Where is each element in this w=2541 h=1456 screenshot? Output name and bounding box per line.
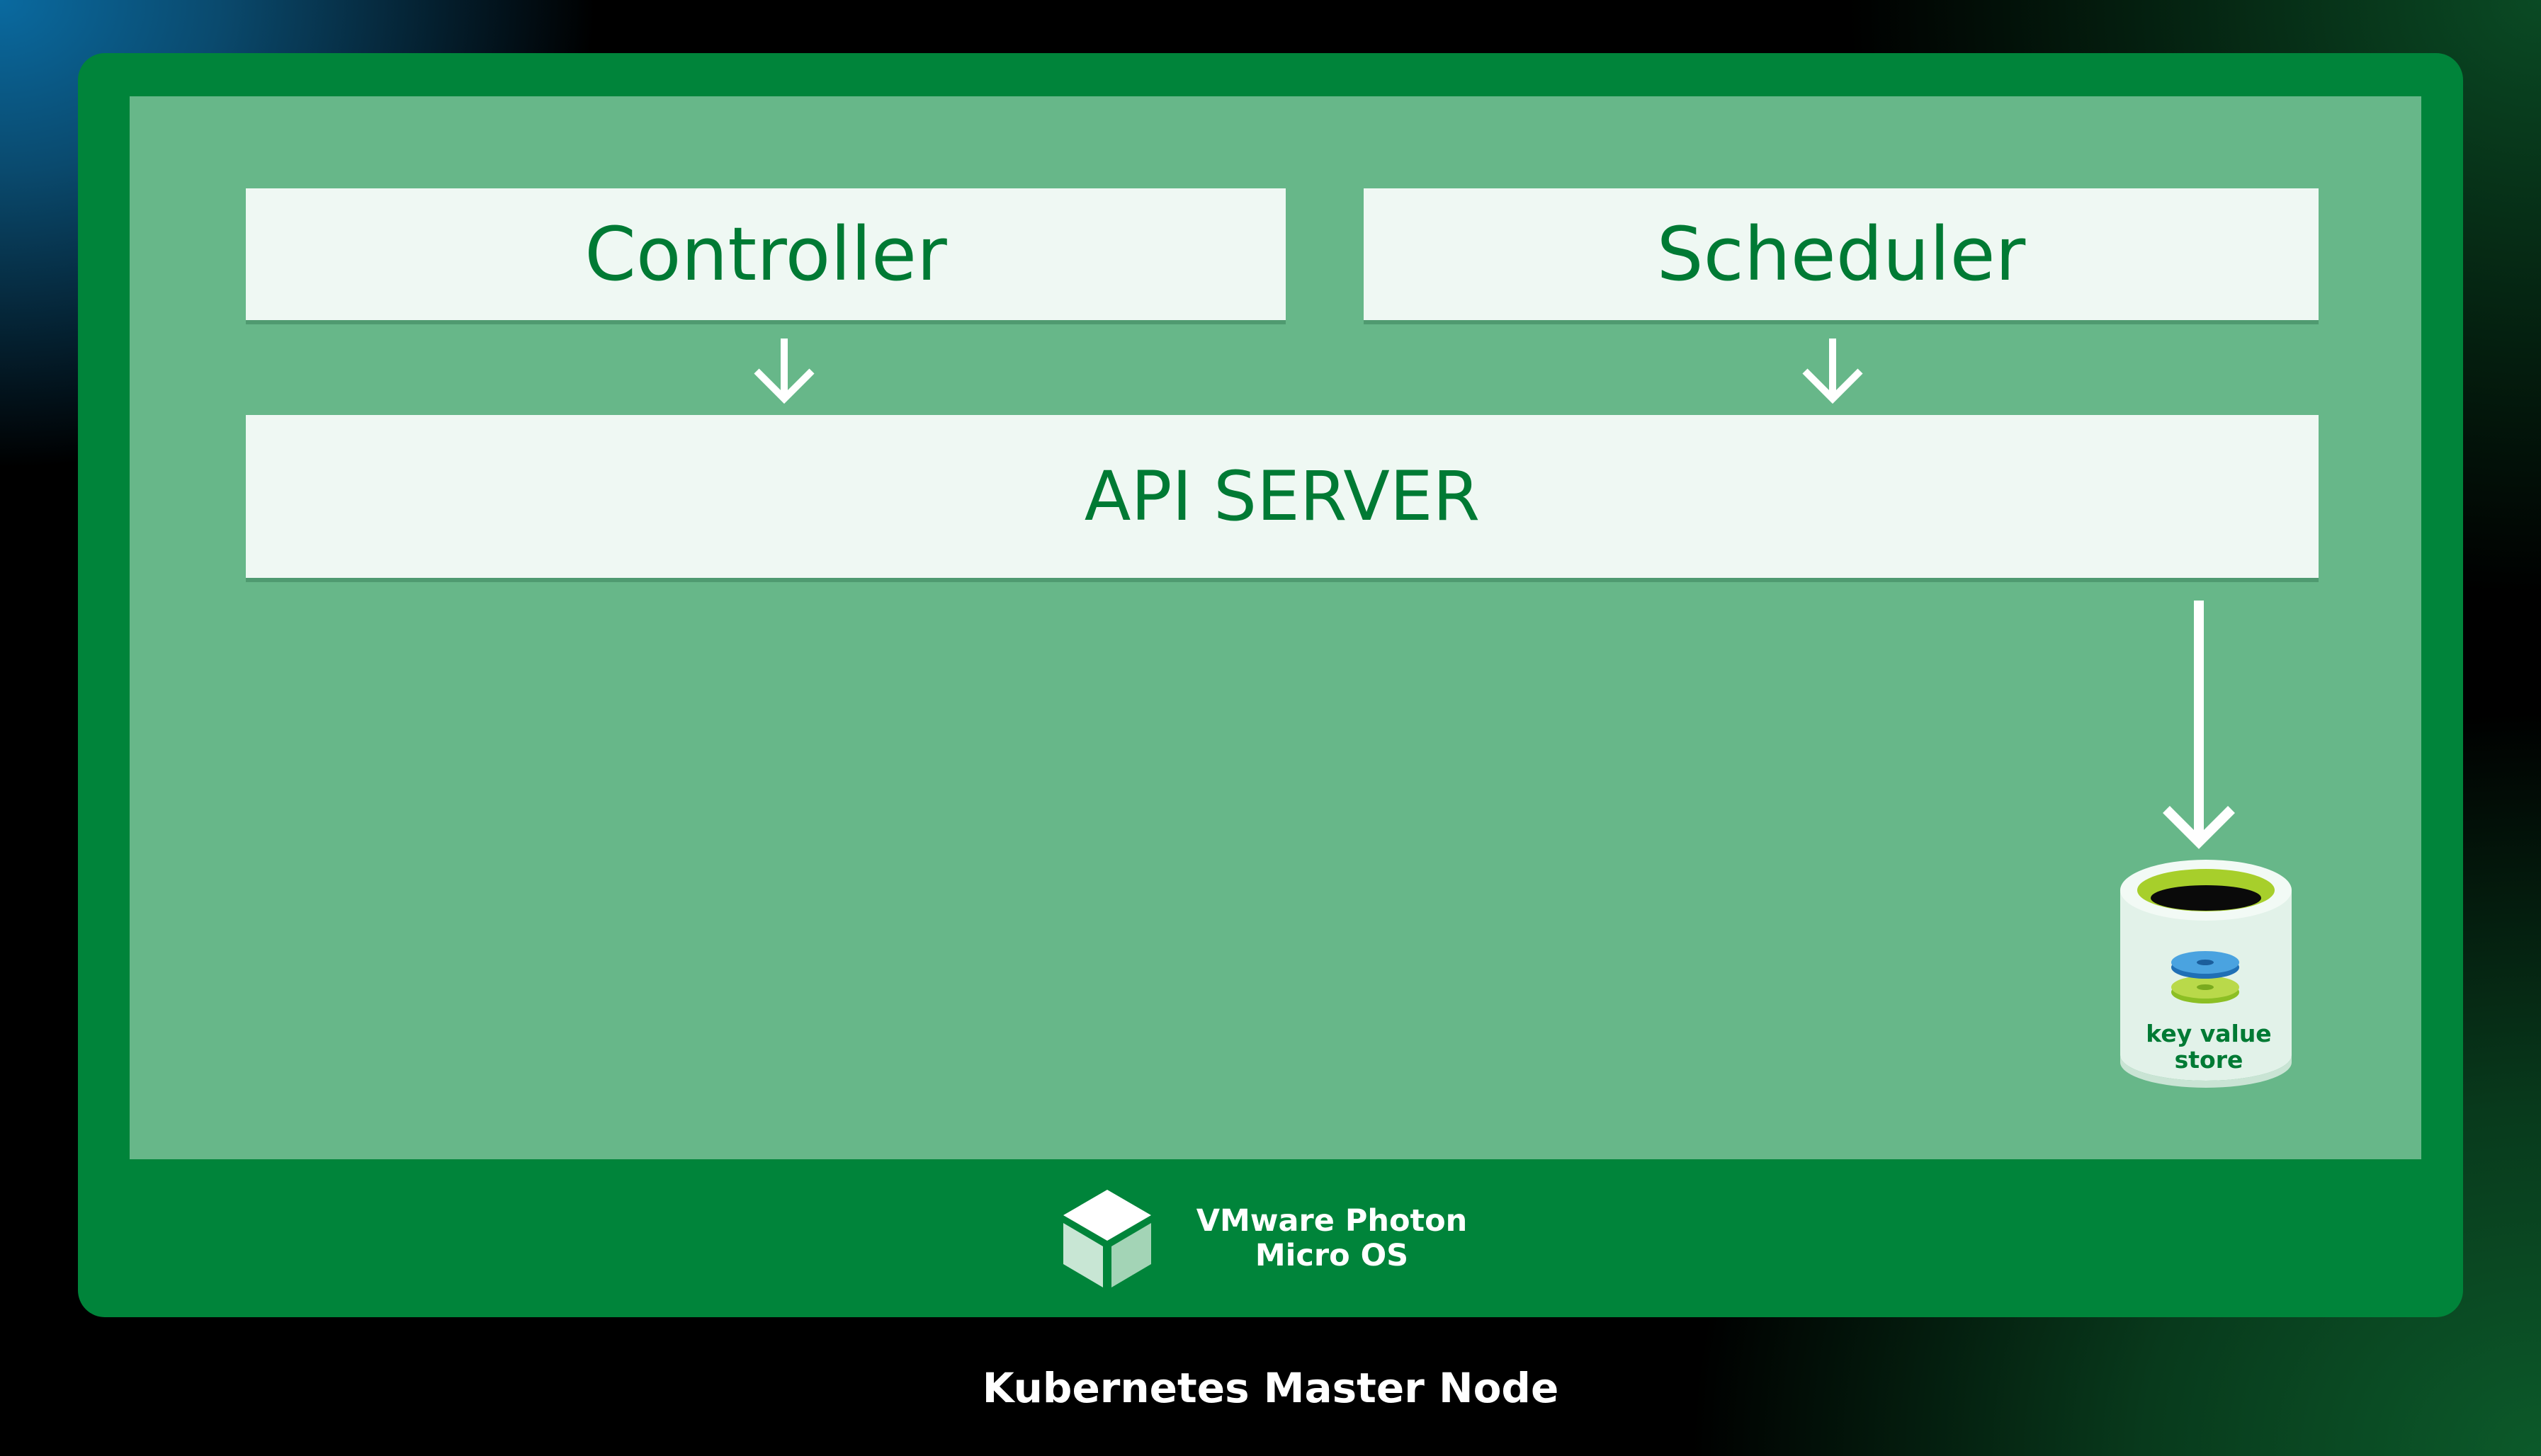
diagram-caption: Kubernetes Master Node [982,1364,1559,1412]
api-server-box: API SERVER [246,415,2319,578]
disk-stack-icon [2171,951,2239,1003]
os-label-line2: Micro OS [1255,1238,1409,1273]
api-server-label: API SERVER [1084,457,1481,536]
down-arrow-icon [1802,339,1863,404]
key-value-store-label: key value store [2125,1020,2292,1073]
os-label-line1: VMware Photon [1196,1203,1468,1239]
os-label: VMware Photon Micro OS [1176,1204,1488,1273]
controller-label: Controller [584,211,947,297]
scheduler-box: Scheduler [1364,188,2319,320]
controller-box: Controller [246,188,1286,320]
cube-icon [1063,1190,1151,1287]
scheduler-label: Scheduler [1656,211,2026,297]
down-arrow-icon [2163,601,2235,849]
store-label-line2: store [2174,1046,2243,1074]
down-arrow-icon [754,339,815,404]
store-label-line1: key value [2146,1020,2272,1047]
database-icon [2120,860,2292,1088]
